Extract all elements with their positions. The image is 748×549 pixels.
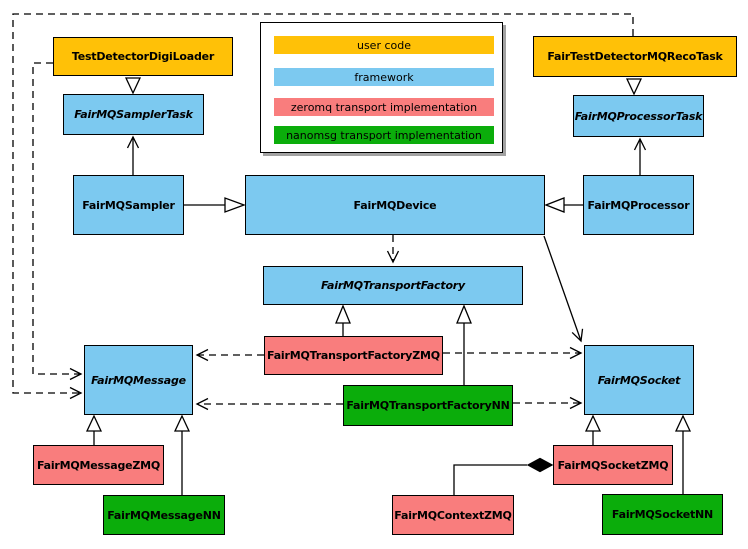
dependency-recotask-to-message	[12, 13, 634, 400]
legend-item-zeromq: zeromq transport implementation	[274, 98, 494, 116]
node-fairmqcontextzmq: FairMQContextZMQ	[392, 495, 514, 535]
legend-item-nanomsg: nanomsg transport implementation	[274, 126, 494, 144]
node-fairmqtransportfactoryzmq: FairMQTransportFactoryZMQ	[264, 336, 443, 375]
inheritance-messagenn-to-message	[173, 414, 191, 495]
node-fairmqsampler: FairMQSampler	[73, 175, 184, 235]
inheritance-recotask-to-processortask	[625, 78, 643, 96]
inheritance-digiloader-to-samplertask	[124, 77, 142, 95]
inheritance-processor-to-device	[544, 197, 583, 213]
node-fairmqmessage: FairMQMessage	[84, 345, 193, 415]
node-fairmqmessagenn: FairMQMessageNN	[103, 495, 225, 535]
node-fairmqsocketzmq: FairMQSocketZMQ	[553, 445, 673, 485]
node-fairmqtransportfactorynn: FairMQTransportFactoryNN	[343, 385, 513, 426]
inheritance-socketnn-to-socket	[674, 414, 692, 494]
node-fairmqprocessortask: FairMQProcessorTask	[573, 95, 704, 137]
node-fairmqsocket: FairMQSocket	[584, 345, 694, 415]
legend-label: nanomsg transport implementation	[286, 128, 482, 142]
composition-socketzmq-owns-contextzmq	[453, 457, 554, 495]
node-testdetectordigiloader: TestDetectorDigiLoader	[53, 37, 233, 76]
legend-label: user code	[356, 38, 412, 52]
node-fairtestdetectormqrecotask: FairTestDetectorMQRecoTask	[533, 36, 737, 77]
inheritance-transportfactorynn-to-transportfactory	[456, 304, 472, 385]
node-fairmqsamplertask: FairMQSamplerTask	[63, 94, 204, 135]
inheritance-messagezmq-to-message	[85, 414, 103, 445]
dependency-digiloader-to-message	[32, 62, 83, 381]
association-device-to-socket	[543, 235, 584, 343]
inheritance-sampler-to-device	[184, 197, 246, 213]
inheritance-socketzmq-to-socket	[584, 414, 602, 445]
node-fairmqtransportfactory: FairMQTransportFactory	[263, 266, 523, 305]
legend-label: framework	[354, 70, 414, 84]
legend-item-user-code: user code	[274, 36, 494, 54]
node-fairmqprocessor: FairMQProcessor	[583, 175, 694, 235]
legend: user code framework zeromq transport imp…	[260, 22, 503, 153]
node-fairmqsocketnn: FairMQSocketNN	[602, 494, 723, 535]
legend-item-framework: framework	[274, 68, 494, 86]
inheritance-transportfactoryzmq-to-transportfactory	[335, 304, 351, 336]
node-fairmqmessagezmq: FairMQMessageZMQ	[33, 445, 164, 485]
legend-label: zeromq transport implementation	[290, 100, 478, 114]
node-fairmqdevice: FairMQDevice	[245, 175, 545, 235]
